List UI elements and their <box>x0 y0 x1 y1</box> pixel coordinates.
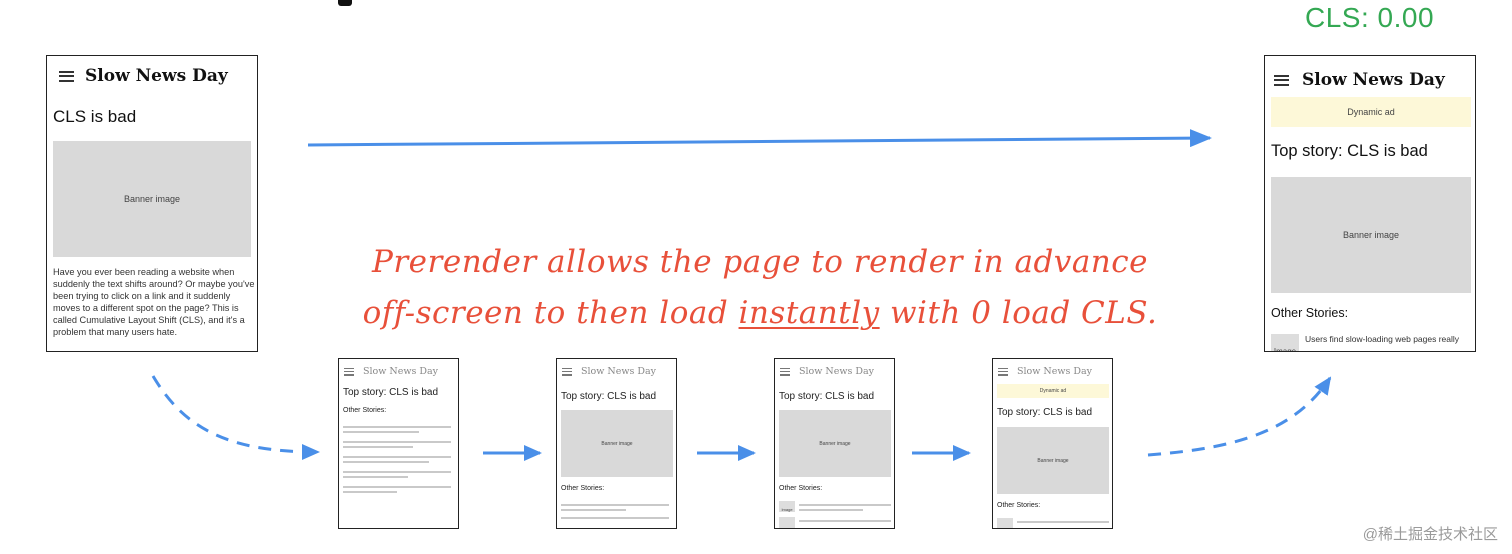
other-stories-heading: Other Stories: <box>343 407 387 414</box>
article-paragraph: Have you ever been reading a website whe… <box>53 267 255 337</box>
top-story-heading: Top story: CLS is bad <box>561 391 657 402</box>
hamburger-menu-icon <box>780 367 790 376</box>
title-fragment <box>338 0 352 6</box>
phone-after: Slow News Day Dynamic ad Top story: CLS … <box>1264 55 1476 352</box>
other-stories-heading: Other Stories: <box>779 485 823 492</box>
story-text: Users find slow-loading web pages really <box>1305 334 1460 344</box>
caption-line-1: Prerender allows the page to render in a… <box>372 244 1148 280</box>
story-item <box>779 517 891 528</box>
app-header: Slow News Day <box>780 366 874 377</box>
banner-image: Banner image <box>1271 177 1471 293</box>
caption-text: off-screen to then load <box>362 295 739 331</box>
arrow-right-icon <box>307 129 1212 148</box>
dynamic-ad: Dynamic ad <box>997 384 1109 398</box>
hamburger-menu-icon <box>998 367 1008 376</box>
hamburger-menu-icon <box>562 367 572 376</box>
app-header: Slow News Day <box>998 366 1092 377</box>
dashed-curved-arrow-icon <box>151 375 320 460</box>
site-brand: Slow News Day <box>799 366 875 377</box>
hamburger-menu-icon <box>1274 74 1289 86</box>
watermark: @稀土掘金技术社区 <box>1362 526 1498 543</box>
story-item <box>997 518 1109 528</box>
story-item: Image <box>779 501 891 514</box>
banner-image: Banner image <box>997 427 1109 494</box>
site-brand: Slow News Day <box>581 366 657 377</box>
banner-image: Banner image <box>561 410 673 477</box>
app-header: Slow News Day <box>344 366 438 377</box>
banner-image: Banner image <box>53 141 251 257</box>
story-placeholder-lines <box>343 423 451 496</box>
site-brand: Slow News Day <box>363 366 439 377</box>
article-heading: CLS is bad <box>53 107 137 126</box>
cls-score-label: CLS: 0.00 <box>1305 2 1435 33</box>
other-stories-heading: Other Stories: <box>561 485 605 492</box>
caption-text: with 0 load CLS. <box>879 295 1158 331</box>
prerender-frame-1: Slow News Day Top story: CLS is bad Othe… <box>338 358 459 529</box>
dynamic-ad: Dynamic ad <box>1271 97 1471 127</box>
prerender-frame-4: Slow News Day Dynamic ad Top story: CLS … <box>992 358 1113 529</box>
prerender-frame-2: Slow News Day Top story: CLS is bad Bann… <box>556 358 677 529</box>
other-stories-heading: Other Stories: <box>997 502 1041 509</box>
top-story-heading: Top story: CLS is bad <box>997 407 1093 418</box>
dashed-curved-arrow-icon <box>1147 376 1332 457</box>
story-thumbnail: Image <box>779 501 795 512</box>
site-brand: Slow News Day <box>1302 70 1445 90</box>
banner-image: Banner image <box>779 410 891 477</box>
hamburger-menu-icon <box>344 367 354 376</box>
site-brand: Slow News Day <box>85 66 228 86</box>
app-header: Slow News Day <box>562 366 656 377</box>
top-story-heading: Top story: CLS is bad <box>779 391 875 402</box>
other-stories-heading: Other Stories: <box>1271 306 1349 320</box>
story-thumbnail: Image <box>1271 334 1299 351</box>
hamburger-menu-icon <box>59 70 74 82</box>
app-header: Slow News Day <box>1274 70 1445 90</box>
caption-emphasis: instantly <box>738 295 880 331</box>
story-item: Image Users find slow-loading web pages … <box>1271 334 1471 351</box>
top-story-heading: Top story: CLS is bad <box>1271 142 1428 160</box>
app-header: Slow News Day <box>59 66 228 86</box>
site-brand: Slow News Day <box>1017 366 1093 377</box>
story-placeholder-lines <box>561 501 669 522</box>
caption-line-2: off-screen to then load instantly with 0… <box>330 295 1190 331</box>
phone-before: Slow News Day CLS is bad Banner image Ha… <box>46 55 258 352</box>
prerender-frame-3: Slow News Day Top story: CLS is bad Bann… <box>774 358 895 529</box>
top-story-heading: Top story: CLS is bad <box>343 387 439 398</box>
